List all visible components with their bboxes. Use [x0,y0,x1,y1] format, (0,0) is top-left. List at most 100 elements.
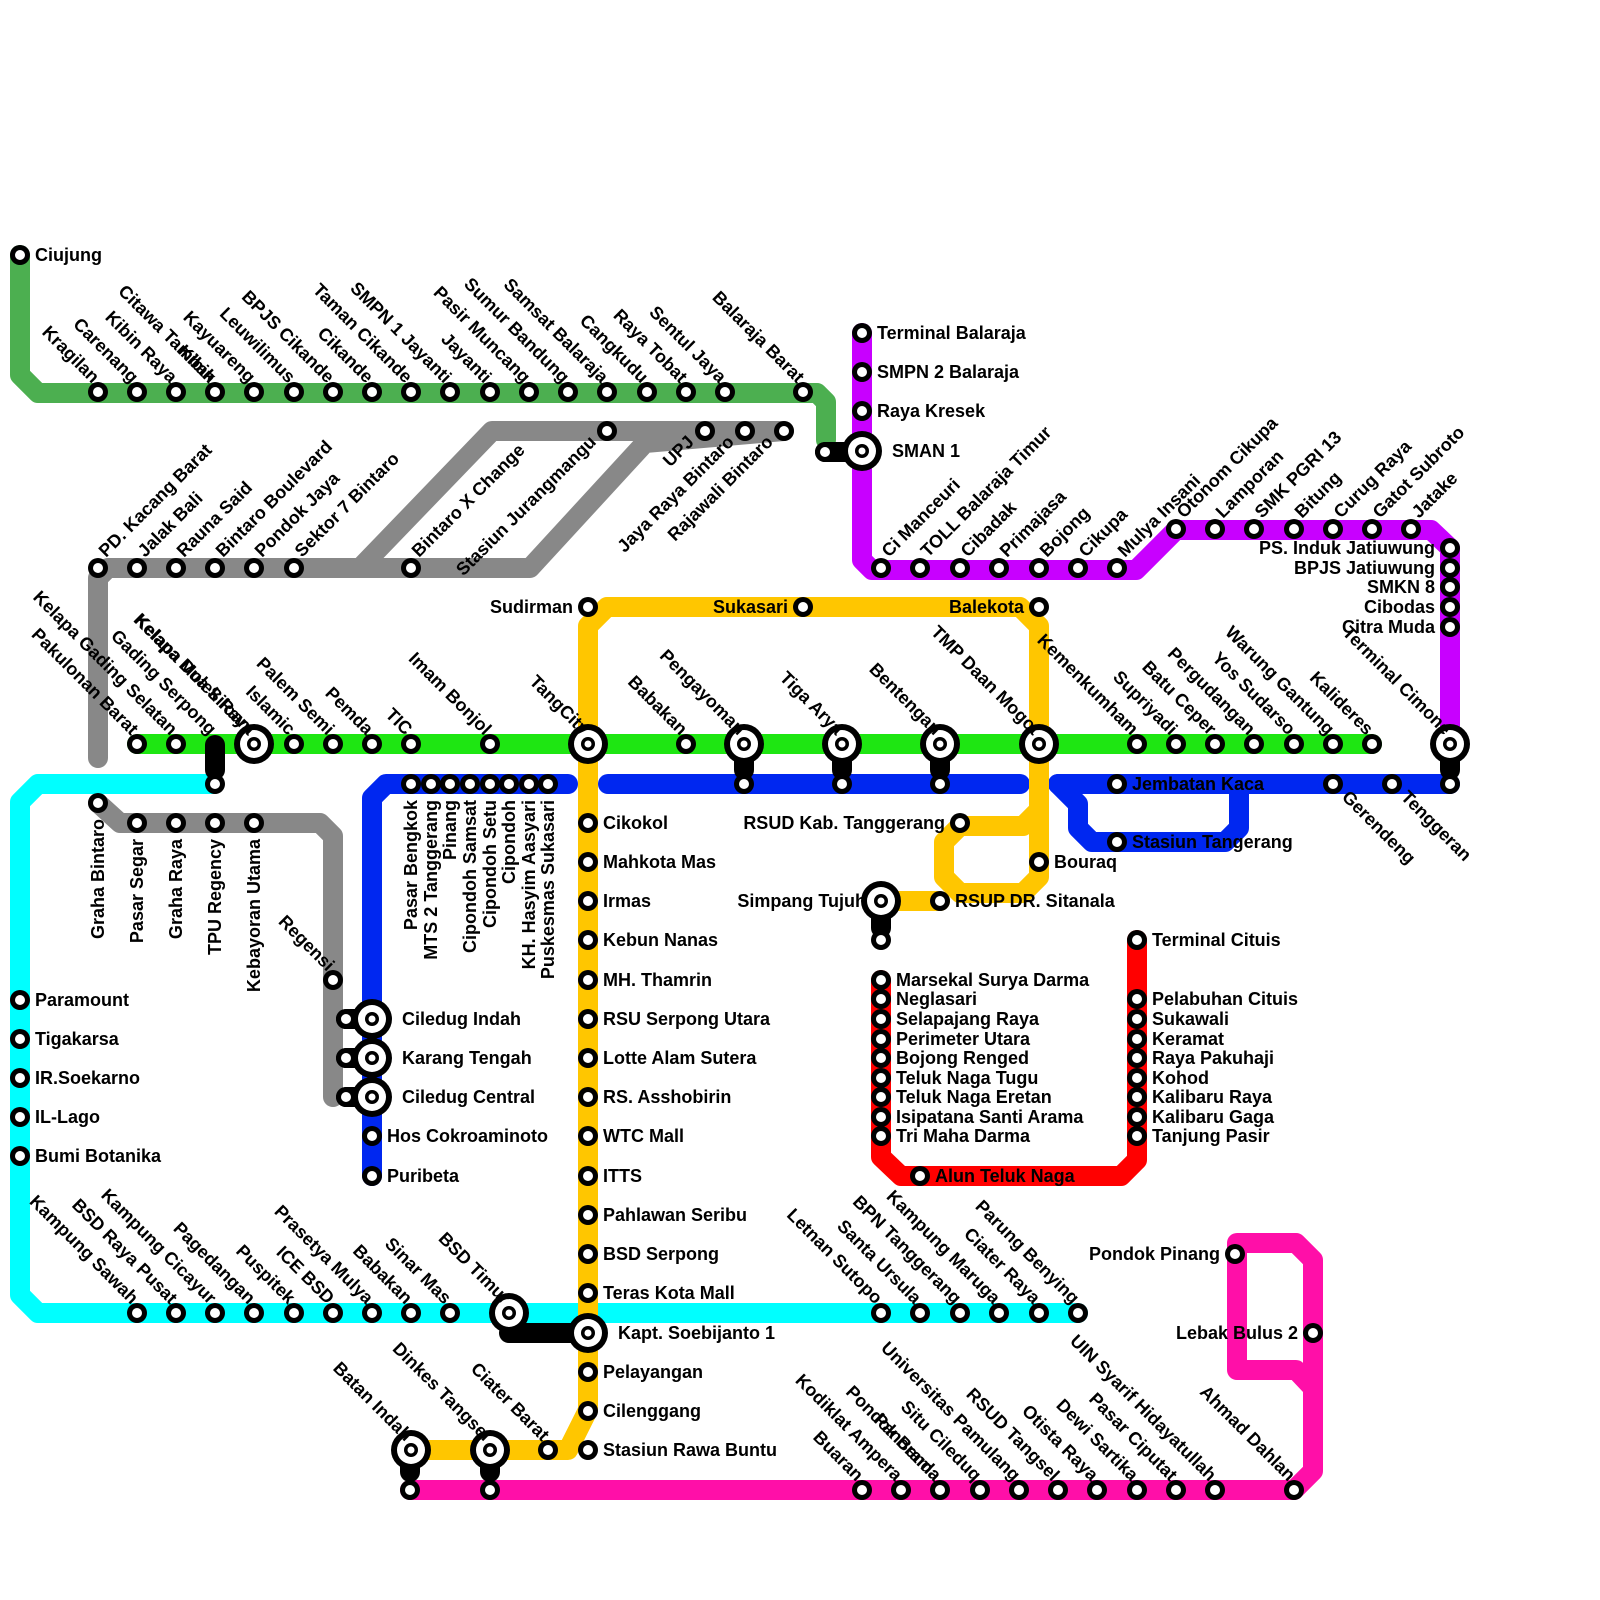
station-hole-gatot-subroto [1367,524,1377,534]
label-balekota: Balekota [949,597,1025,617]
station-hole-stasiun-tangerang [1112,837,1122,847]
label-wtc-mall: WTC Mall [603,1126,684,1146]
label-tpu-regency: TPU Regency [205,839,225,955]
label-itts: ITTS [603,1166,642,1186]
station-hole-smpn-2-balaraja [857,367,867,377]
station-hole-otista-raya [1092,1485,1102,1495]
label-mahkota-mas: Mahkota Mas [603,852,716,872]
station-hole-citawa-tambak [210,387,220,397]
label-cipondoh: Cipondoh [499,800,519,884]
label-puribeta: Puribeta [387,1166,460,1186]
station-hole-rs-asshobirin [583,1092,593,1102]
station-hole-ciater-barat [543,1445,553,1455]
station-hole-bintaro-boulevard [210,563,220,573]
label-keramat: Keramat [1152,1029,1224,1049]
station-hole-upj [700,426,710,436]
station-hole-teluk-naga-tugu [876,1073,886,1083]
label-paramount: Paramount [35,990,129,1010]
station-hole-pemda [367,739,377,749]
station-hole-tpu-regency [210,818,220,828]
station-hole-il-lago [15,1112,25,1122]
interchange-center-sman-1 [858,447,866,455]
station-hole-alun-teluk-naga [915,1171,925,1181]
station-hole-babakan [681,739,691,749]
label-imam-bonjol: Imam Bonjol [405,648,496,739]
label-simpang-tujuh: Simpang Tujuh [737,891,866,911]
station-hole-lamporan [1210,524,1220,534]
station-hole-keramat [1132,1034,1142,1044]
station-hole-parung-benying [1073,1308,1083,1318]
station-hole-sentul-jaya [720,387,730,397]
station-hole-leuwilimus [289,387,299,397]
label-kebun-nanas: Kebun Nanas [603,930,718,950]
station-hole-kebun-nanas [583,935,593,945]
station-hole-bitung [1289,524,1299,534]
label-irmas: Irmas [603,891,651,911]
station-hole-puspitek [289,1308,299,1318]
label-ir-soekarno: IR.Soekarno [35,1068,140,1088]
label-rsup-dr-sitanala: RSUP DR. Sitanala [955,891,1116,911]
label-bouraq: Bouraq [1054,852,1117,872]
station-hole-palem-semi [328,739,338,749]
label-pahlawan-seribu: Pahlawan Seribu [603,1205,747,1225]
label-stasiun-rawa-buntu: Stasiun Rawa Buntu [603,1440,777,1460]
station-hole-tanjung-pasir [1132,1131,1142,1141]
station-hole-pelabuhan-cituis [1132,994,1142,1004]
station-hole-paramount [15,995,25,1005]
station-hole-tic [406,739,416,749]
station-hole-selapajang-raya [876,1014,886,1024]
station-hole-cangkudu [642,387,652,397]
label-kh-hasyim-aasyari: KH. Hasyim Aasyari [519,800,539,969]
station-hole-warung-gantung [1328,739,1338,749]
label-mh-thamrin: MH. Thamrin [603,970,712,990]
transfer-dot-hole-1 [210,779,220,789]
label-tri-maha-darma: Tri Maha Darma [896,1126,1031,1146]
transfer-dot-hole-3 [837,779,847,789]
label-pasar-bengkok: Pasar Bengkok [401,799,421,930]
station-hole-samsat-balaraja [602,387,612,397]
station-hole-teras-kota-mall [583,1288,593,1298]
station-hole-puskesmas-sukasari [543,779,553,789]
transfer-dot-hole-6 [341,1014,351,1024]
station-hole-pasar-bengkok [406,779,416,789]
station-hole-bsd-raya-pusat [171,1308,181,1318]
station-hole-cipondoh-setu [485,779,495,789]
station-hole-raya-pakuhaji [1132,1053,1142,1063]
station-hole-kampung-sawah [132,1308,142,1318]
station-hole-smkn-8 [1445,582,1455,592]
interchange-center-terminal-cimone [1446,740,1454,748]
label-graha-raya: Graha Raya [166,838,186,939]
label-rs-asshobirin: RS. Asshobirin [603,1087,731,1107]
label-terminal-balaraja: Terminal Balaraja [877,323,1027,343]
label-kohod: Kohod [1152,1068,1209,1088]
station-hole-tigakarsa [15,1034,25,1044]
label-ps-induk-jatiuwung: PS. Induk Jatiuwung [1259,538,1435,558]
label-smkn-8: SMKN 8 [1367,577,1435,597]
station-hole-ciujung [15,250,25,260]
label-marsekal-surya-darma: Marsekal Surya Darma [896,970,1090,990]
station-hole-tenggeran [1387,779,1397,789]
station-hole-pasir-muncang [524,387,534,397]
station-hole-pondok-pinang [1230,1249,1240,1259]
station-hole-cibadak [955,563,965,573]
label-kebayoran-utama: Kebayoran Utama [244,838,264,992]
label-selapajang-raya: Selapajang Raya [896,1009,1040,1029]
station-hole-regensi [328,975,338,985]
station-hole-buaran [857,1485,867,1495]
label-smpn-2-balaraja: SMPN 2 Balaraja [877,362,1020,382]
station-hole-ir-soekarno [15,1073,25,1083]
station-hole-mahkota-mas [583,857,593,867]
station-hole-irmas [583,896,593,906]
station-hole-rsud-tangsel [1053,1485,1063,1495]
station-hole-mulya-insani [1112,563,1122,573]
label-sudirman: Sudirman [490,597,573,617]
station-hole-kalibaru-raya [1132,1092,1142,1102]
station-hole-balekota [1034,602,1044,612]
transfer-dot-hole-7 [341,1053,351,1063]
station-hole-dewi-sartika [1132,1485,1142,1495]
transfer-dot-hole-9 [876,935,886,945]
station-hole-kibin-raya [171,387,181,397]
label-alun-teluk-naga: Alun Teluk Naga [935,1166,1076,1186]
label-tmp-daan-mogot: TMP Daan Mogot [927,622,1044,739]
station-hole-rsu-serpong-utara [583,1014,593,1024]
